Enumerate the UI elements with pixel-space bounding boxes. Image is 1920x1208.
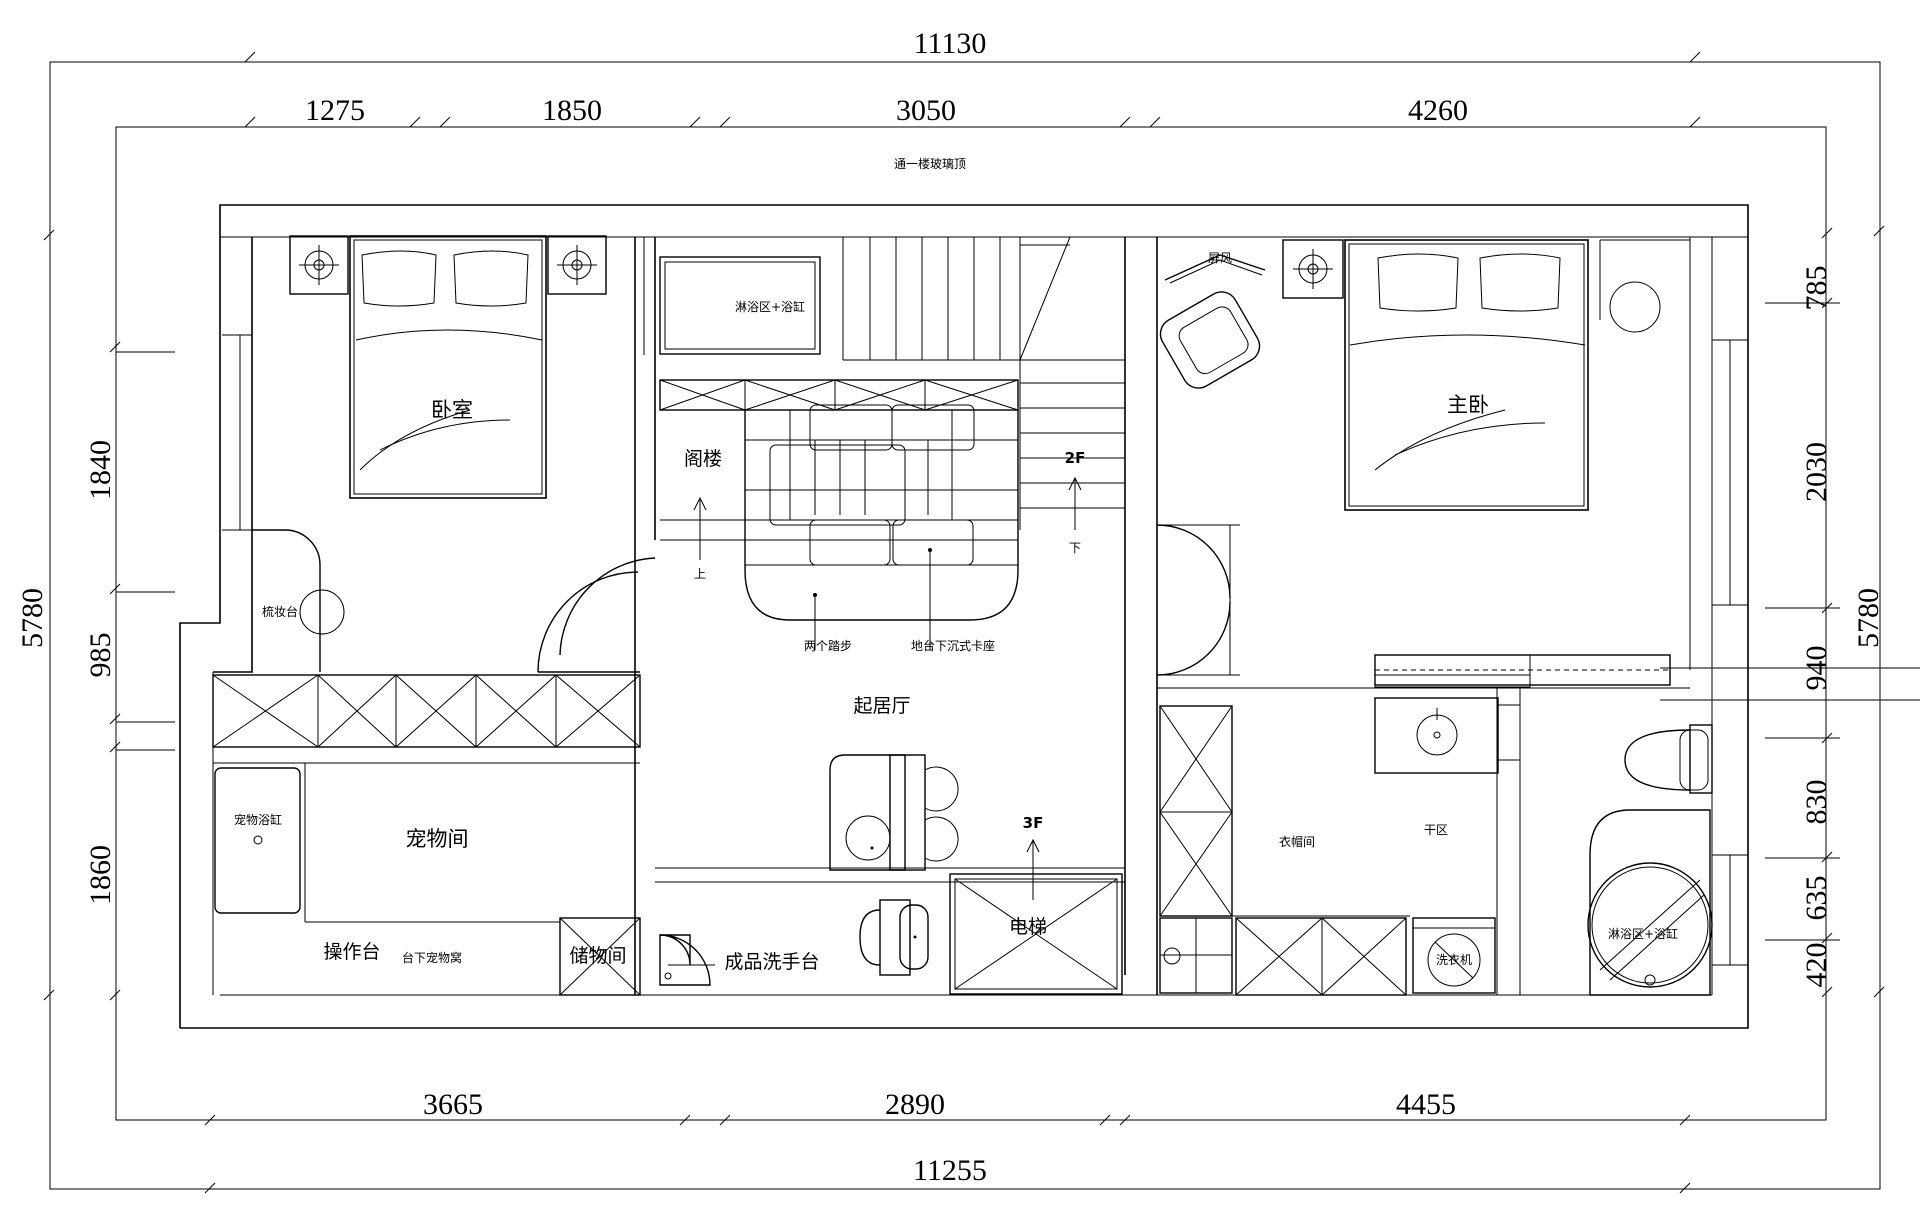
pet-tub-label: 宠物浴缸 xyxy=(234,812,282,827)
wardrobe-row xyxy=(212,674,641,748)
dim-top-1: 1275 xyxy=(305,94,365,127)
shower-top xyxy=(643,237,821,355)
dim-bottom-3: 4455 xyxy=(1396,1088,1456,1121)
cloakroom-cabinets xyxy=(1159,705,1410,996)
dim-top-4: 4260 xyxy=(1408,94,1468,127)
dim-top-3: 3050 xyxy=(896,94,956,127)
dim-left-2: 985 xyxy=(84,633,117,678)
dim-left-total: 5780 xyxy=(16,588,49,648)
master-bath xyxy=(1587,724,1713,996)
pet-nest-label: 台下宠物窝 xyxy=(402,950,462,965)
bedroom-furniture xyxy=(289,235,607,499)
pet-room-label: 宠物间 xyxy=(406,827,469,851)
loft-cabinets xyxy=(659,379,1019,411)
up-arrow xyxy=(693,496,707,560)
up-label: 上 xyxy=(694,567,706,581)
dry-zone-label: 干区 xyxy=(1424,823,1448,837)
dimension-ticks-bottom xyxy=(204,1114,1691,1194)
pillow-left xyxy=(361,250,437,307)
dimension-labels: 11130 1275 1850 3050 4260 3665 2890 4455… xyxy=(16,27,1885,1187)
dim-top-2: 1850 xyxy=(542,94,602,127)
dim-right-3: 940 xyxy=(1800,646,1833,691)
dim-right-2: 2030 xyxy=(1800,442,1833,502)
long-shelf xyxy=(1374,654,1671,688)
storage-label: 储物间 xyxy=(569,945,626,967)
dresser-label: 梳妆台 xyxy=(262,604,298,619)
dimension-ticks-right xyxy=(1660,225,1920,998)
closet-doors xyxy=(1156,524,1231,676)
sunken-booth-label: 地台下沉式卡座 xyxy=(911,638,995,653)
screen-label: 屏风 xyxy=(1208,251,1232,265)
work-table-label: 操作台 xyxy=(323,941,380,963)
living-door xyxy=(559,557,656,656)
dim-right-total: 5780 xyxy=(1852,588,1885,648)
two-steps-label: 两个踏步 xyxy=(804,639,852,653)
down-label: 下 xyxy=(1069,541,1081,555)
bedroom-label: 卧室 xyxy=(431,398,473,422)
screen-and-chair xyxy=(1159,254,1266,389)
shower-top-label: 淋浴区+浴缸 xyxy=(735,299,805,314)
floor-2f-label: 2F xyxy=(1065,449,1086,467)
pet-tub xyxy=(214,767,301,914)
outer-walls xyxy=(179,204,1749,1029)
master-bedroom-label: 主卧 xyxy=(1447,393,1489,417)
dim-right-1: 785 xyxy=(1800,266,1833,311)
interior-walls xyxy=(213,237,1691,995)
dim-left-1: 1840 xyxy=(84,440,117,500)
staircase xyxy=(842,236,1125,530)
washbasin-label: 成品洗手台 xyxy=(724,951,819,973)
dim-bottom-2: 2890 xyxy=(885,1088,945,1121)
loft-label: 阁楼 xyxy=(684,448,722,470)
nightstand-left xyxy=(289,235,349,295)
dim-left-3: 1860 xyxy=(84,845,117,905)
dim-right-5: 635 xyxy=(1800,876,1833,921)
dimension-ticks-top xyxy=(244,51,1701,128)
master-bed xyxy=(1282,239,1690,511)
master-nightstand xyxy=(1282,239,1344,299)
dining-bar xyxy=(750,754,959,883)
dimension-frames xyxy=(49,61,1881,1190)
dim-bottom-1: 3665 xyxy=(423,1088,483,1121)
elevator-label: 电梯 xyxy=(1009,916,1047,938)
bedroom-door xyxy=(537,571,639,673)
dry-zone-vanity xyxy=(1374,697,1520,774)
washroom xyxy=(659,899,929,986)
sunken-booth xyxy=(660,404,1019,650)
cloakroom-label: 衣帽间 xyxy=(1279,834,1315,849)
dim-right-4: 830 xyxy=(1800,780,1833,825)
washer xyxy=(1412,917,1496,994)
living-room-label: 起居厅 xyxy=(853,695,910,717)
bed xyxy=(349,235,547,499)
shower-bottom-label: 淋浴区+浴缸 xyxy=(1608,926,1678,941)
storage-cabinet xyxy=(559,917,641,996)
dim-top-total: 11130 xyxy=(914,27,987,60)
dim-bottom-total: 11255 xyxy=(913,1154,987,1187)
washer-label: 洗衣机 xyxy=(1436,952,1472,967)
pillow-right xyxy=(453,250,529,307)
elevator xyxy=(949,838,1123,995)
nightstand-right xyxy=(547,235,607,295)
dimension-ticks-left xyxy=(43,229,175,1001)
dim-right-6: 420 xyxy=(1800,943,1833,988)
glass-roof-label: 通一楼玻璃顶 xyxy=(894,156,966,171)
down-arrow xyxy=(1068,476,1082,530)
dresser xyxy=(252,529,345,672)
floor-3f-label: 3F xyxy=(1023,814,1044,832)
